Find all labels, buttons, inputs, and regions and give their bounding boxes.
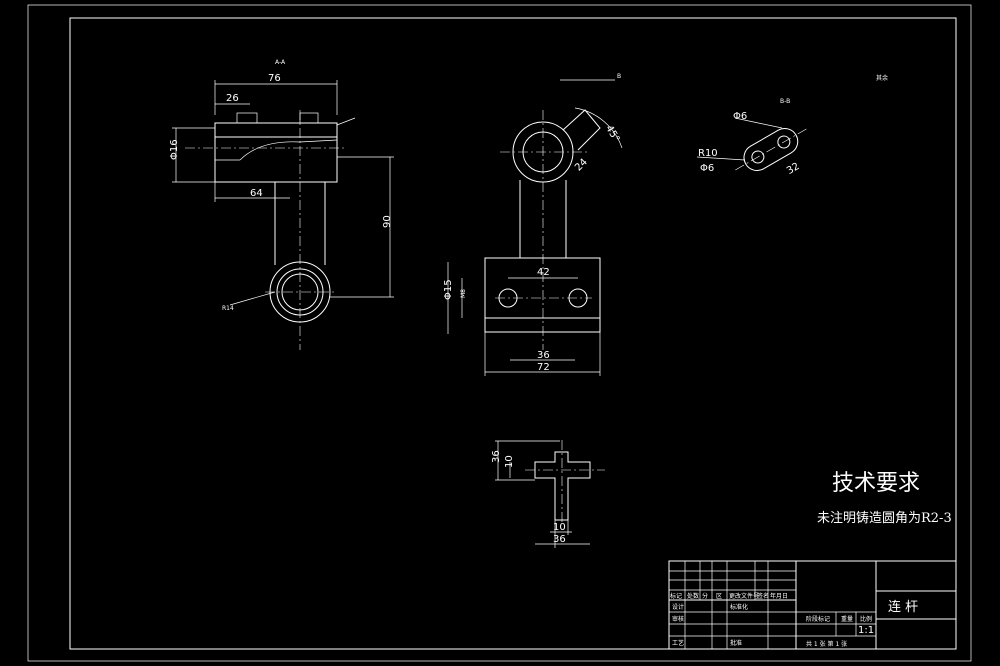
dim-64: 64 [250,188,263,199]
dim-36: 36 [537,350,550,361]
dim-10-w: 10 [553,522,566,533]
view-cross-section: 36 10 10 36 [491,440,605,548]
tb-scale-label: 比例 [860,615,872,623]
dim-24: 24 [573,157,590,174]
section-label-aa: A-A [275,59,286,66]
tb-h-date: 年月日 [770,592,788,600]
tb-h-mark: 标记 [670,592,682,600]
dim-36-h: 36 [491,450,502,463]
tb-std: 标准化 [730,603,748,611]
drawing-title: 连 杆 [888,599,918,615]
dim-r10: R10 [698,148,718,159]
tb-h-part: 分 [702,592,708,600]
dim-72: 72 [537,362,550,373]
view-front: 45° 24 B 42 Φ15 M8 36 72 [443,73,623,376]
view-detail-bb: B-B Φ6 R10 Φ6 32 [696,98,807,177]
section-marker-b: B [617,73,621,80]
dim-m8: M8 [460,289,467,298]
tb-craft: 工艺 [672,639,684,647]
title-block: 标记 处数 分 区 更改文件号 签名 年月日 设计 标准化 审核 工艺 批准 阶… [668,560,957,650]
outer-border [27,4,972,662]
tb-approve: 批准 [730,639,742,647]
dim-dia15: Φ15 [443,279,454,300]
tb-weight: 重量 [841,615,853,623]
dim-90: 90 [382,215,393,228]
view-section-aa: A-A 76 26 Φ16 64 [169,59,394,350]
tech-req-heading: 技术要求 [832,471,920,496]
roughness-note: 其余 [876,74,888,82]
tb-h-sign: 签名 [757,592,769,600]
dim-26: 26 [226,93,239,104]
section-label-bb: B-B [780,98,790,105]
dim-phi6-a: Φ6 [733,111,747,122]
dim-36-w: 36 [553,534,566,545]
dim-45deg: 45° [603,124,621,145]
tb-scale: 1:1 [858,625,874,636]
tb-sheets: 共 1 张 第 1 张 [806,640,847,648]
tb-h-change: 更改文件号 [729,592,759,600]
tb-check: 审核 [672,615,684,623]
dim-phi6-b: Φ6 [700,163,714,174]
tb-h-count: 处数 [687,592,699,600]
dim-76: 76 [268,73,281,84]
dim-dia16: Φ16 [169,139,180,160]
tech-req-note: 未注明铸造圆角为R2-3 [817,510,952,526]
tb-stage: 阶段标记 [806,615,830,623]
inner-border [69,17,957,650]
dim-10-h: 10 [504,455,515,468]
dim-42: 42 [537,267,550,278]
dim-r14: R14 [222,305,234,312]
tb-design: 设计 [672,603,684,611]
dim-32: 32 [785,161,802,177]
tb-h-zone: 区 [716,593,722,600]
